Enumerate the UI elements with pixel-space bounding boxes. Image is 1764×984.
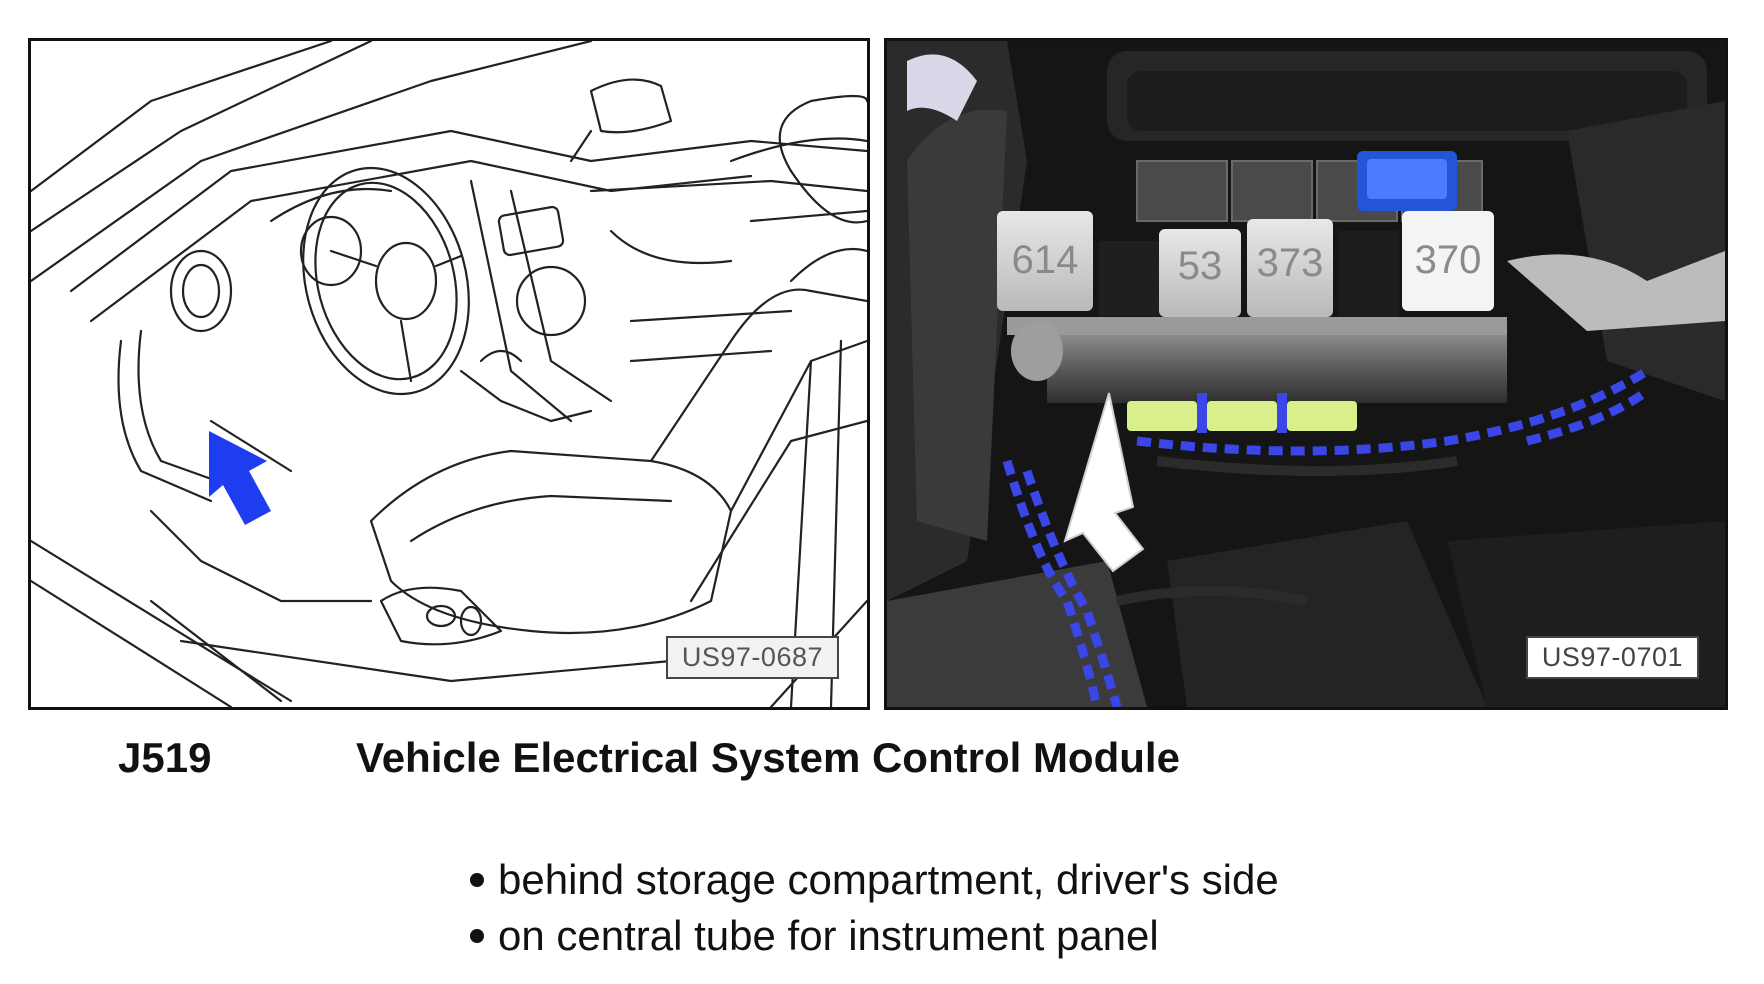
component-caption: J519 Vehicle Electrical System Control M… (0, 730, 1764, 786)
location-text: behind storage compartment, driver's sid… (498, 856, 1279, 903)
relay-53: 53 (1159, 229, 1241, 317)
interior-drawing-svg (31, 41, 867, 707)
relay-373: 373 (1247, 219, 1333, 317)
location-arrow-white (1063, 392, 1145, 573)
figure-reference-code: US97-0701 (1525, 636, 1699, 679)
bullet-icon (470, 873, 484, 887)
svg-text:373: 373 (1257, 241, 1324, 285)
relay-370: 370 (1402, 211, 1494, 311)
location-list: behind storage compartment, driver's sid… (470, 852, 1279, 964)
svg-text:53: 53 (1178, 244, 1223, 288)
location-item: behind storage compartment, driver's sid… (470, 852, 1279, 908)
relay-photo-svg: 614 53 373 370 (887, 41, 1725, 707)
location-item: on central tube for instrument panel (470, 908, 1279, 964)
interior-line-drawing: US97-0687 (28, 38, 870, 710)
component-name: Vehicle Electrical System Control Module (356, 734, 1180, 781)
relay-614: 614 (997, 211, 1093, 311)
svg-text:614: 614 (1012, 238, 1079, 282)
relay-panel-photo: 614 53 373 370 (884, 38, 1728, 710)
location-arrow-blue (209, 431, 271, 525)
location-text: on central tube for instrument panel (498, 912, 1159, 959)
component-code: J519 (118, 734, 212, 781)
figure-reference-code: US97-0687 (665, 636, 839, 679)
svg-text:370: 370 (1415, 238, 1482, 282)
bullet-icon (470, 929, 484, 943)
